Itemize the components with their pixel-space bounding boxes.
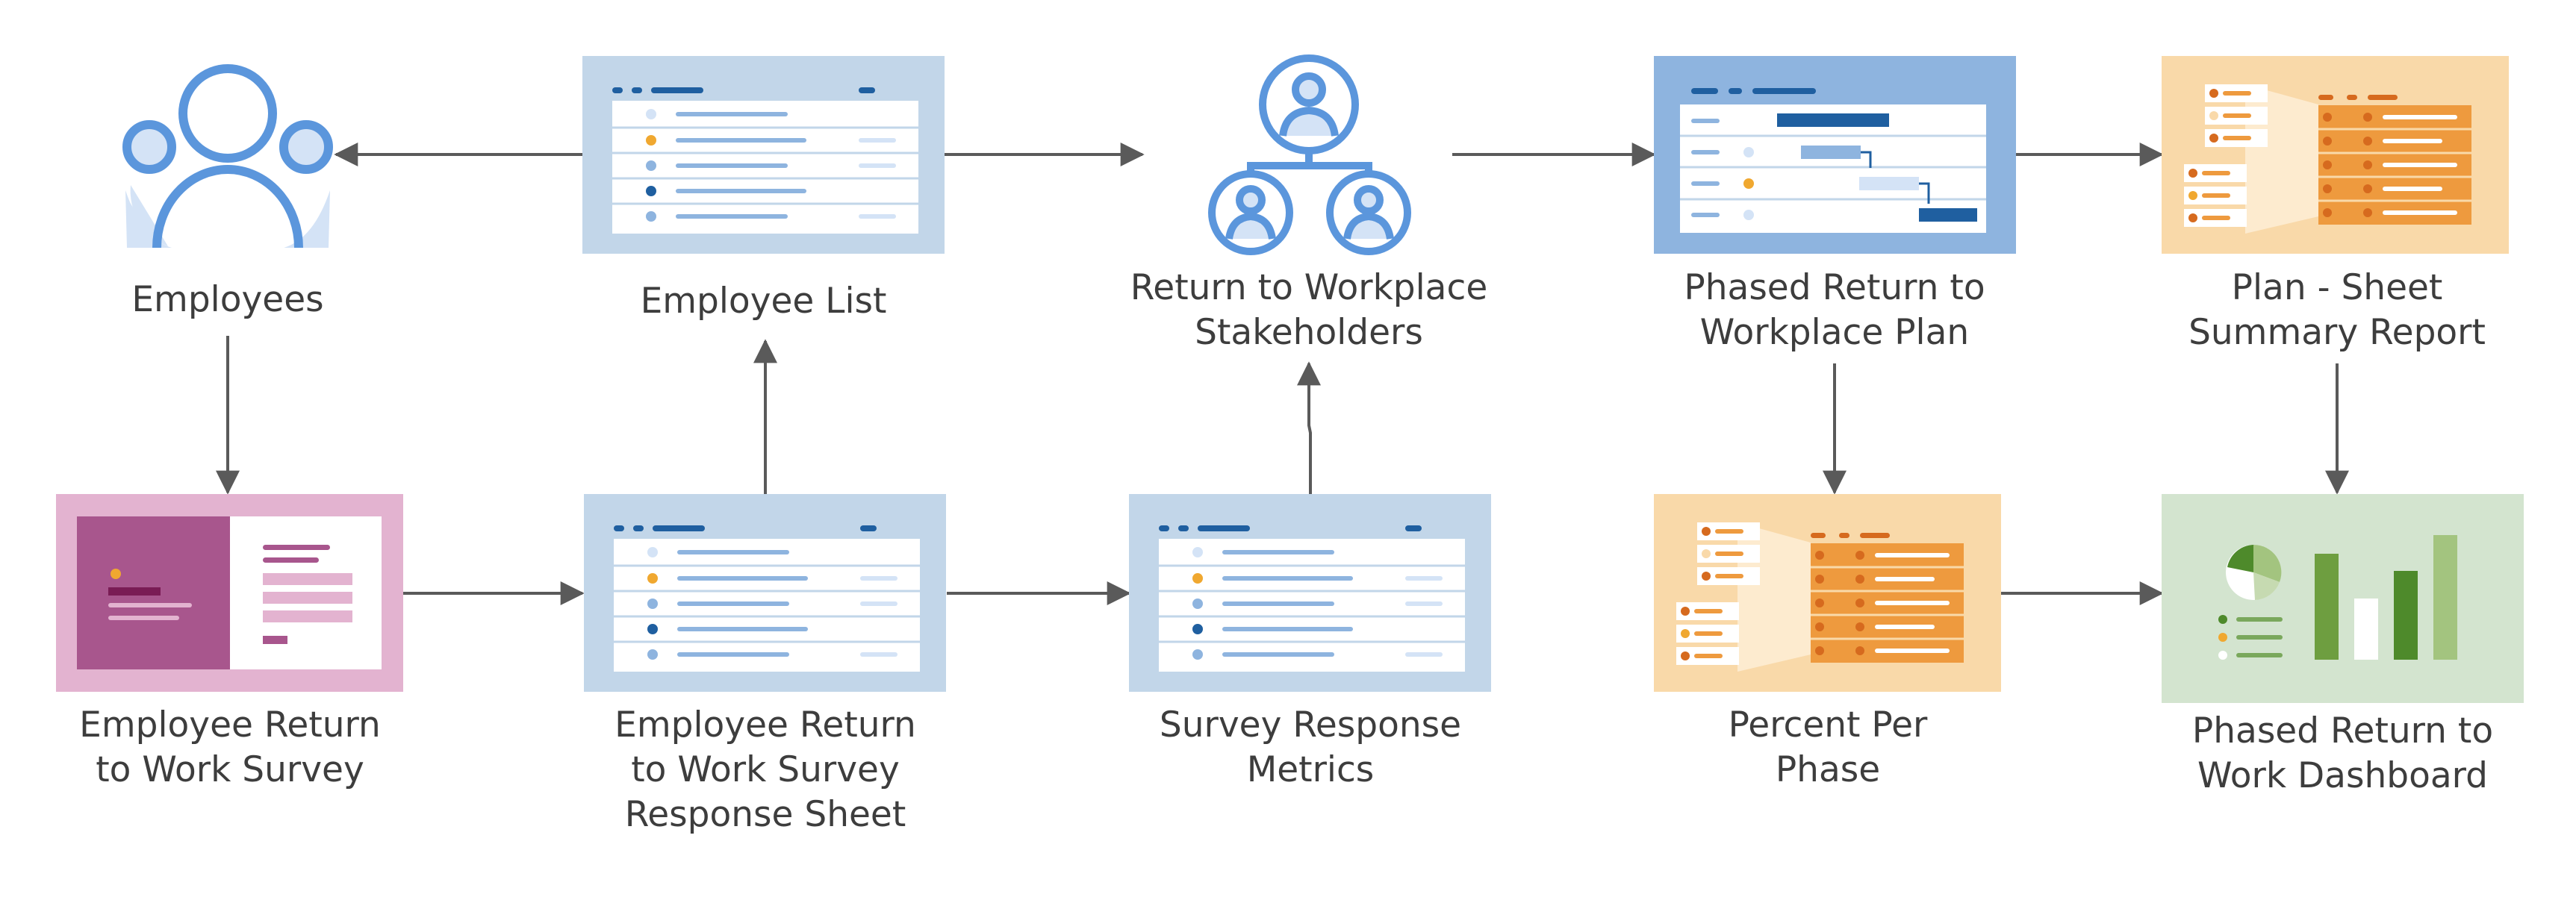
node-label-metrics: Survey Response Metrics [1159, 704, 1462, 790]
node-label-survey: Employee Return to Work Survey [79, 704, 381, 790]
edges [216, 143, 2349, 605]
node-label-percent-phase: Percent Per Phase [1728, 704, 1928, 790]
sheet-icon-employee-list [582, 56, 945, 254]
node-label-phased-plan: Phased Return to Workplace Plan [1684, 267, 1985, 353]
report-icon-summary [2162, 56, 2509, 254]
sheet-icon-response-sheet [584, 494, 946, 692]
dashboard-icon [2162, 494, 2524, 703]
node-label-response-sheet: Employee Return to Work Survey Response … [615, 704, 916, 835]
node-label-summary-report: Plan - Sheet Summary Report [2188, 267, 2486, 353]
report-icon-percent [1654, 494, 2001, 692]
sheet-icon-metrics [1129, 494, 1491, 692]
stakeholders-icon [1208, 54, 1411, 255]
gantt-icon [1654, 56, 2016, 254]
node-label-employee-list: Employee List [640, 281, 887, 322]
edge-metrics-to-stakeholders [1297, 361, 1321, 494]
node-label-stakeholders: Return to Workplace Stakeholders [1130, 267, 1488, 353]
form-icon-survey [56, 494, 403, 692]
people-icon [122, 64, 333, 249]
node-label-employees: Employees [131, 279, 324, 320]
node-label-dashboard: Phased Return to Work Dashboard [2191, 710, 2494, 796]
